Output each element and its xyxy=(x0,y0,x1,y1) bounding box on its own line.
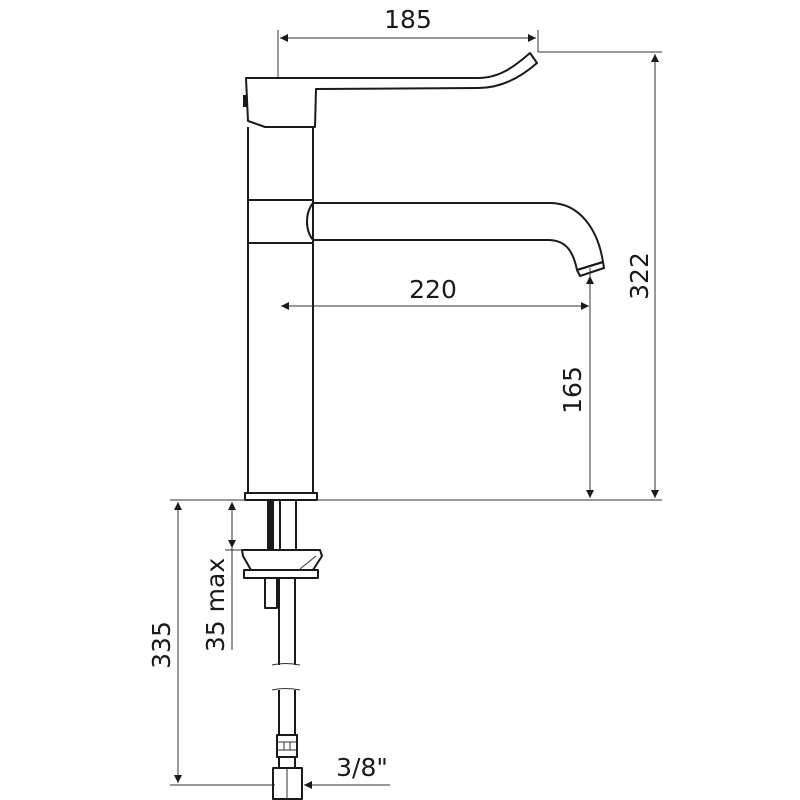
mounting-kit xyxy=(241,501,323,800)
dimension-335: 335 xyxy=(147,502,182,783)
spout xyxy=(306,202,604,271)
dimension-322: 322 xyxy=(625,54,659,498)
dimension-165: 165 xyxy=(558,276,594,498)
column xyxy=(247,127,314,493)
aerator xyxy=(576,261,605,277)
base-ring xyxy=(244,492,318,501)
handle-button xyxy=(243,95,247,107)
faucet-body xyxy=(241,52,605,800)
dimension-connection: 3/8" xyxy=(304,753,390,789)
dimension-185: 185 xyxy=(280,5,536,42)
dimension-label-335: 335 xyxy=(147,621,176,669)
dimension-35-max: 35 max xyxy=(201,502,236,652)
dimension-label-165: 165 xyxy=(558,366,587,414)
dimension-label-185: 185 xyxy=(384,5,432,34)
extension-lines xyxy=(170,30,662,786)
dimension-220: 220 xyxy=(281,275,589,310)
dimension-label-220: 220 xyxy=(409,275,457,304)
dimension-label-322: 322 xyxy=(625,252,654,300)
dimension-label-35-max: 35 max xyxy=(201,558,230,652)
dimension-label-connection: 3/8" xyxy=(336,753,388,782)
lever-handle xyxy=(245,52,538,128)
